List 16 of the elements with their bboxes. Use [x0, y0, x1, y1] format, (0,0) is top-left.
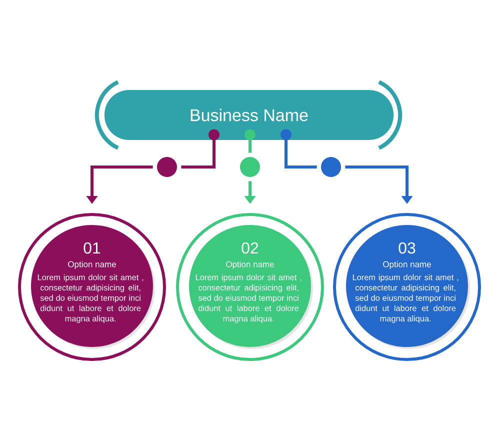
connector-line — [244, 129, 256, 153]
option-description: Lorem ipsum dolor sit amet , consectetur adipisicing elit, sed do eiusmod tempor inci didunt ut labore et dolore magna aliqua. — [196, 274, 302, 324]
connector-line — [181, 129, 220, 168]
connector-line — [280, 129, 317, 168]
option-number: 03 — [398, 242, 416, 254]
connector-dot — [240, 157, 260, 177]
option-heading: Option name — [383, 261, 431, 269]
connector-dot — [321, 157, 341, 177]
title-pill: Business Name — [104, 90, 394, 140]
option-description: Lorem ipsum dolor sit amet , consectetur adipisicing elit, sed do eiusmod tempor inci didunt ut labore et dolore magna aliqua. — [352, 274, 458, 324]
option-description: Lorem ipsum dolor sit amet , consectetur adipisicing elit, sed do eiusmod tempor inci didunt ut labore et dolore magna aliqua. — [38, 274, 144, 324]
option-number: 02 — [242, 242, 258, 254]
connector-dot — [157, 157, 177, 177]
option-number: 01 — [84, 242, 100, 254]
option-heading: Option name — [68, 261, 116, 269]
option-heading: Option name — [226, 261, 274, 269]
